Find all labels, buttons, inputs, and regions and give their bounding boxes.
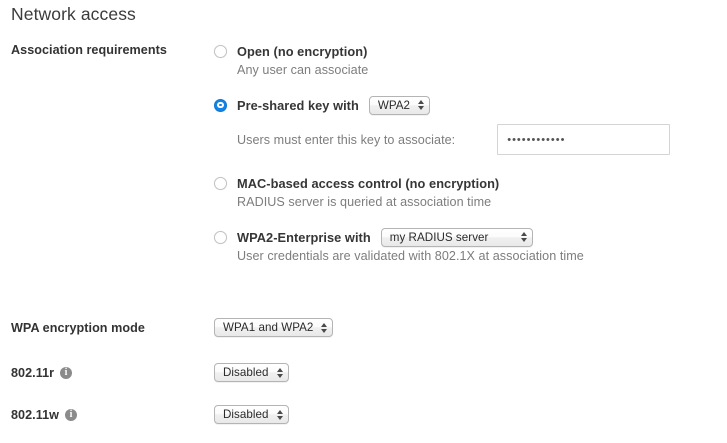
dot11w-value: Disabled <box>223 408 269 421</box>
association-requirements-row: Association requirements Open (no encryp… <box>0 42 727 263</box>
dot11w-dropdown[interactable]: Disabled <box>214 405 289 424</box>
dot11w-label-text: 802.11w <box>11 407 59 422</box>
wpa-encryption-mode-value: WPA1 and WPA2 <box>223 321 314 334</box>
radio-button-icon-mac-based[interactable] <box>214 176 227 190</box>
wpa-encryption-mode-row: WPA encryption mode WPA1 and WPA2 <box>0 318 727 337</box>
psk-field-label: Users must enter this key to associate: <box>237 132 456 147</box>
wpa-encryption-mode-dropdown[interactable]: WPA1 and WPA2 <box>214 318 334 337</box>
info-icon[interactable] <box>64 408 77 421</box>
dot11r-label: 802.11r <box>0 363 214 382</box>
dot11r-value: Disabled <box>223 366 269 379</box>
option-pre-shared-key[interactable]: Pre-shared key with WPA2 Users must ente… <box>214 95 727 155</box>
radio-button-icon-wpa2-enterprise[interactable] <box>214 230 227 244</box>
option-wpa2-enterprise-label: WPA2-Enterprise with <box>237 229 371 245</box>
dot11r-dropdown[interactable]: Disabled <box>214 363 289 382</box>
option-open[interactable]: Open (no encryption) Any user can associ… <box>214 42 727 77</box>
wpa-version-dropdown[interactable]: WPA2 <box>368 95 431 115</box>
wpa-encryption-mode-label: WPA encryption mode <box>0 318 214 337</box>
wpa-version-dropdown-value: WPA2 <box>377 98 411 112</box>
radius-server-dropdown-value: my RADIUS server <box>389 230 489 244</box>
stepper-updown-icon <box>276 409 283 420</box>
option-mac-based-description: RADIUS server is queried at association … <box>237 195 492 209</box>
dot11w-label: 802.11w <box>0 405 214 424</box>
option-wpa2-enterprise[interactable]: WPA2-Enterprise with my RADIUS server Us… <box>214 227 727 263</box>
psk-input[interactable]: •••••••••••• <box>497 124 671 155</box>
stepper-updown-icon <box>321 322 328 333</box>
stepper-updown-icon <box>418 100 425 110</box>
option-open-label: Open (no encryption) <box>237 43 368 59</box>
option-mac-based-access-control[interactable]: MAC-based access control (no encryption)… <box>214 174 727 209</box>
wpa-encryption-mode-label-text: WPA encryption mode <box>11 320 145 335</box>
dot11r-label-text: 802.11r <box>11 365 55 380</box>
option-mac-based-label: MAC-based access control (no encryption) <box>237 175 500 191</box>
stepper-updown-icon <box>520 232 527 242</box>
option-pre-shared-key-label: Pre-shared key with <box>237 97 359 113</box>
stepper-updown-icon <box>276 367 283 378</box>
option-wpa2-enterprise-description: User credentials are validated with 802.… <box>237 249 584 263</box>
option-open-description: Any user can associate <box>237 63 369 77</box>
radio-button-icon-open[interactable] <box>214 44 227 58</box>
radio-button-icon-pre-shared-key[interactable] <box>214 98 227 112</box>
dot11r-row: 802.11r Disabled <box>0 363 727 382</box>
association-requirements-label: Association requirements <box>11 43 167 57</box>
page-title: Network access <box>11 4 136 24</box>
radius-server-dropdown[interactable]: my RADIUS server <box>380 227 533 247</box>
info-icon[interactable] <box>60 366 73 379</box>
association-requirements-options: Open (no encryption) Any user can associ… <box>214 42 727 263</box>
dot11w-row: 802.11w Disabled <box>0 405 727 424</box>
